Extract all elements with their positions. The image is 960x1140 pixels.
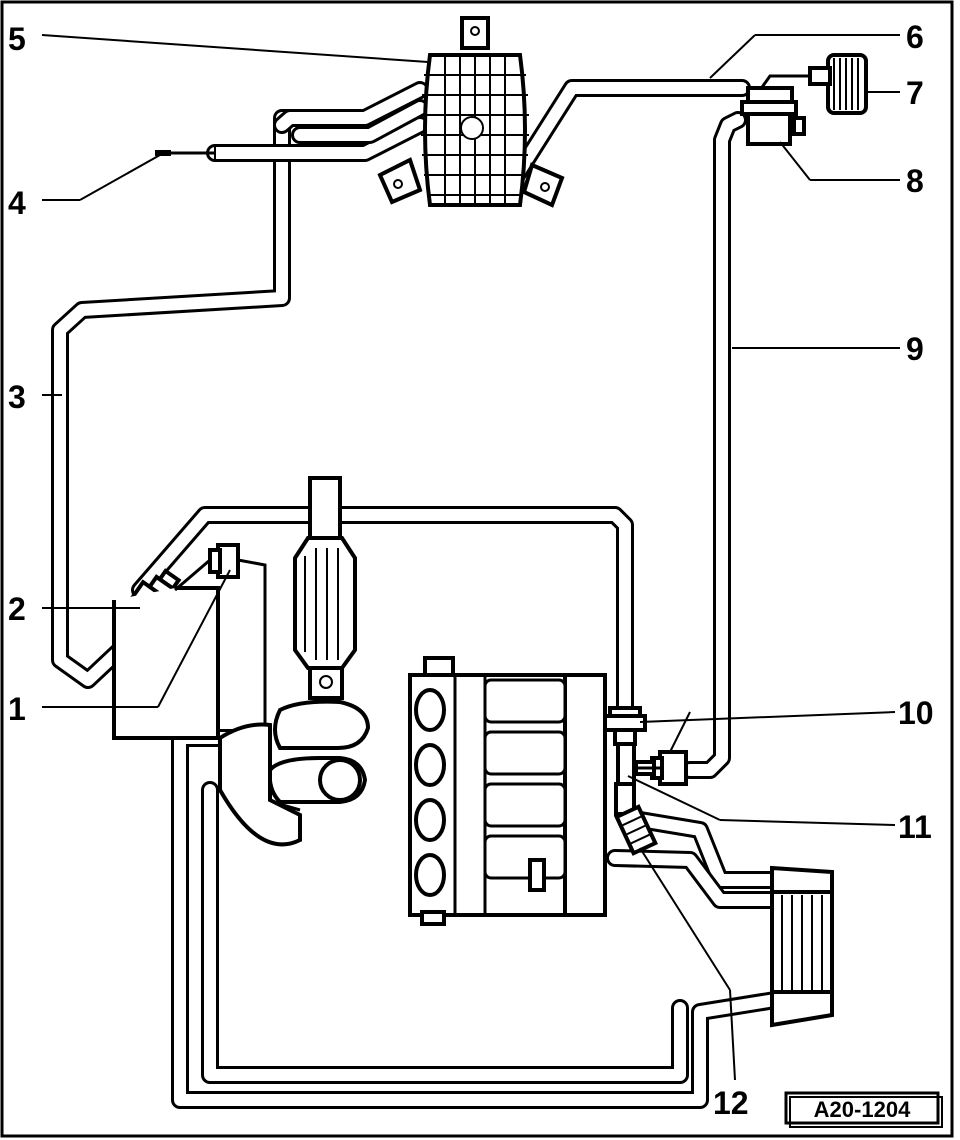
hose-charge-air xyxy=(606,811,784,909)
leader-lines xyxy=(41,34,900,1081)
hose-9 xyxy=(681,111,747,779)
callout-9: 9 xyxy=(906,331,924,367)
hose-bundle-left xyxy=(273,81,429,144)
callout-6: 6 xyxy=(906,19,924,55)
reference-code: A20-1204 xyxy=(814,1097,911,1122)
leader-10a xyxy=(639,711,896,723)
leader-11b xyxy=(627,775,721,821)
canister-grid xyxy=(421,55,529,205)
check-valve-8 xyxy=(740,86,806,146)
leader-1b xyxy=(157,569,231,708)
hose-6 xyxy=(506,79,751,187)
callout-3: 3 xyxy=(8,379,26,415)
intercooler xyxy=(770,865,834,1028)
hose-top-loop xyxy=(131,506,634,721)
leader-12a xyxy=(729,989,736,1081)
callout-12: 12 xyxy=(713,1085,749,1121)
callout-2: 2 xyxy=(8,591,26,627)
leader-4b xyxy=(79,154,161,201)
callout-11: 11 xyxy=(898,809,932,845)
callout-7: 7 xyxy=(906,75,924,111)
turbocharger xyxy=(218,476,371,847)
callout-8: 8 xyxy=(906,163,924,199)
engine-block xyxy=(408,656,607,926)
connector-12 xyxy=(614,804,658,856)
leader-5 xyxy=(41,34,429,63)
leader-10b xyxy=(669,711,691,753)
callout-10: 10 xyxy=(898,695,934,731)
air-filter-7 xyxy=(758,53,868,115)
carbon-canister xyxy=(377,16,565,208)
leader-12b xyxy=(639,847,731,991)
vent-end-plug xyxy=(155,150,171,156)
callout-4: 4 xyxy=(8,185,26,221)
callout-5: 5 xyxy=(8,21,26,57)
callout-labels: 5 4 3 2 1 6 7 8 9 10 11 12 xyxy=(8,19,934,1121)
hose-4 xyxy=(155,116,429,162)
leader-11a xyxy=(719,819,896,826)
callout-1: 1 xyxy=(8,691,26,727)
leader-6b xyxy=(709,34,756,79)
leader-8b xyxy=(779,141,811,181)
reference-code-box: A20-1204 xyxy=(784,1091,943,1128)
